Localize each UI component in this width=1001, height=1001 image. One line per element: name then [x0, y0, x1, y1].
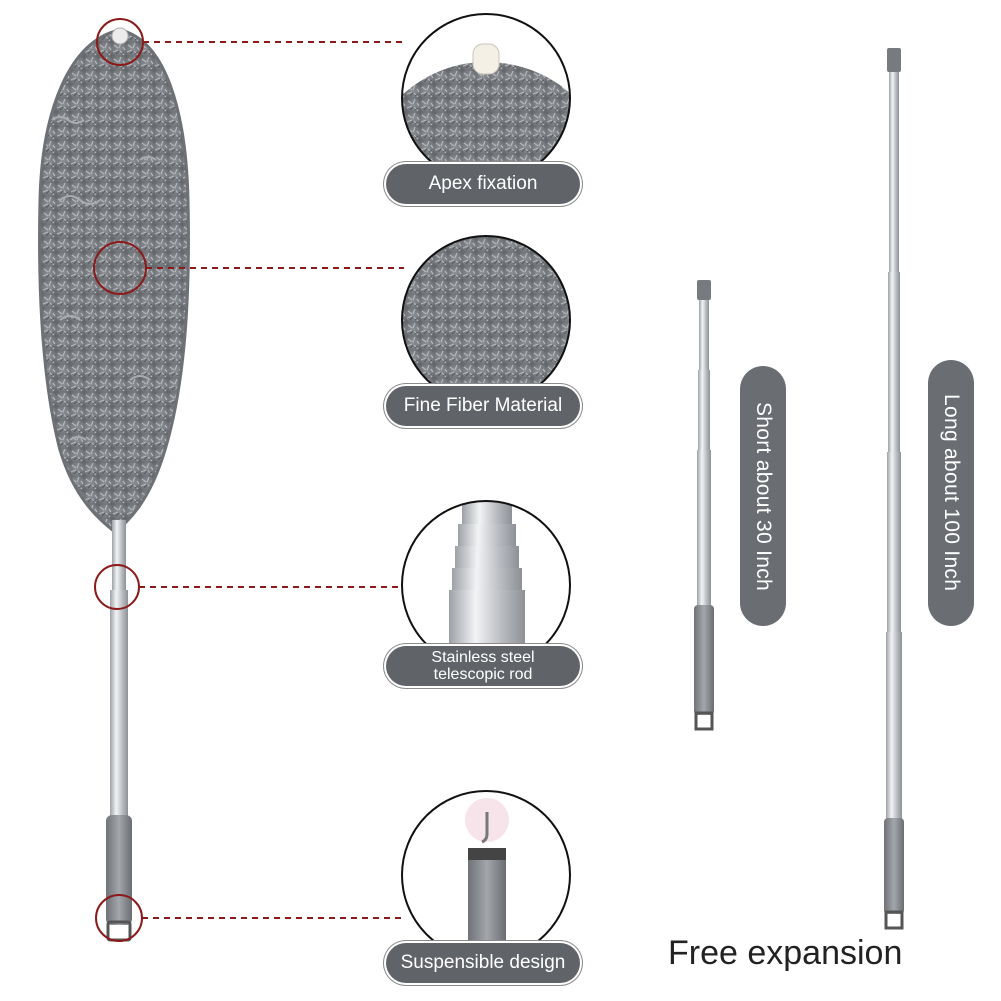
telescopic-rod — [106, 520, 132, 942]
free-expansion-caption: Free expansion — [668, 934, 903, 972]
long-pole — [884, 48, 904, 930]
duster-head — [38, 28, 190, 534]
guide-lines — [139, 41, 404, 919]
short-length-text: Short about 30 Inch — [752, 401, 775, 591]
hanger-detail — [401, 790, 571, 960]
short-length-pill: Short about 30 Inch — [740, 366, 786, 626]
apex-fixation-label: Apex fixation — [386, 164, 580, 204]
suspensible-design-text: Suspensible design — [400, 952, 566, 973]
stainless-rod-text-line1: Stainless steel — [431, 649, 535, 666]
suspensible-design-label: Suspensible design — [386, 943, 580, 983]
stainless-rod-text-line2: telescopic rod — [433, 666, 533, 683]
rod-detail — [401, 500, 571, 670]
apex-fixation-text: Apex fixation — [428, 173, 538, 194]
apex-detail — [401, 13, 571, 183]
stainless-rod-label: Stainless steel telescopic rod — [386, 646, 580, 686]
fine-fiber-text: Fine Fiber Material — [403, 395, 563, 416]
fiber-detail — [401, 235, 571, 405]
long-length-pill: Long about 100 Inch — [928, 360, 974, 626]
fine-fiber-label: Fine Fiber Material — [386, 386, 580, 426]
long-length-text: Long about 100 Inch — [940, 394, 963, 592]
short-pole — [694, 280, 714, 731]
apex-tip — [111, 27, 129, 45]
